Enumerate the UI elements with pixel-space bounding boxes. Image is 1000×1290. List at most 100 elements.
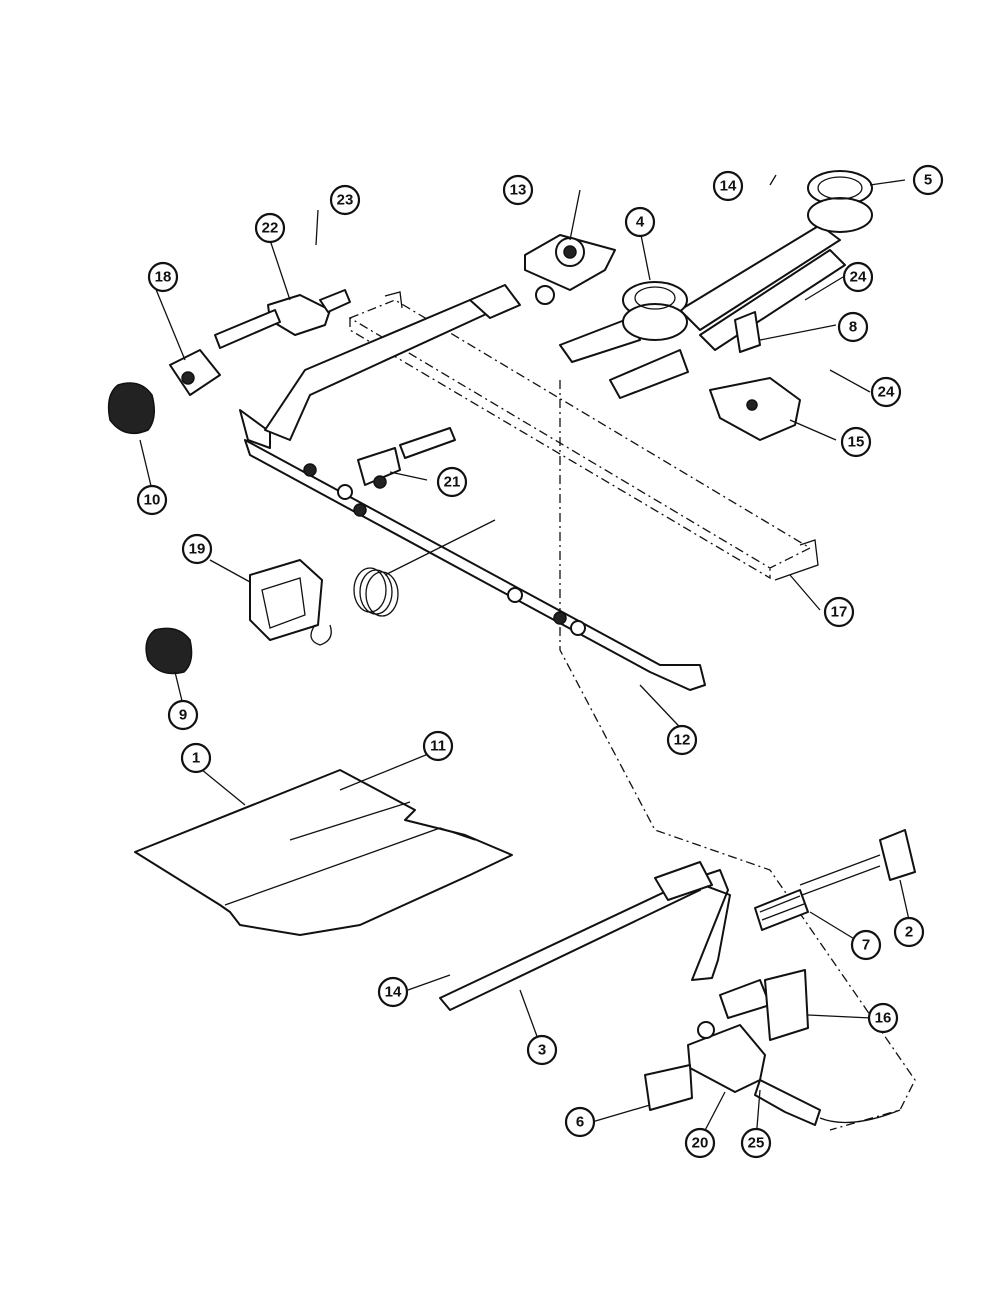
callout-7: 7 — [850, 929, 882, 961]
callout-12: 12 — [666, 724, 698, 756]
callout-circle — [684, 1127, 716, 1159]
bracket-6 — [644, 1064, 693, 1111]
callout-label: 24 — [878, 384, 895, 401]
bake-burner-tube-3 — [439, 861, 731, 1011]
callout-16: 16 — [867, 1002, 899, 1034]
bracket-16 — [719, 969, 809, 1041]
callout-circle — [181, 533, 213, 565]
callout-circle — [837, 311, 869, 343]
callout-17: 17 — [823, 596, 855, 628]
burner-4 — [622, 281, 688, 341]
callout-circle — [502, 174, 534, 206]
callout-15: 15 — [840, 426, 872, 458]
igniter-7 — [754, 854, 881, 931]
callout-label: 14 — [720, 178, 737, 195]
bracket-15 — [709, 377, 801, 441]
callout-22: 22 — [254, 212, 286, 244]
callout-18: 18 — [147, 261, 179, 293]
callout-circle — [436, 466, 468, 498]
callout-circle — [870, 376, 902, 408]
valve-21 — [357, 427, 456, 489]
callout-label: 12 — [674, 732, 691, 749]
callout-20: 20 — [684, 1127, 716, 1159]
callout-4: 4 — [624, 206, 656, 238]
callout-circle — [526, 1034, 558, 1066]
callout-circle — [377, 976, 409, 1008]
callout-circle — [136, 484, 168, 516]
connector-2 — [879, 829, 916, 881]
callout-label: 8 — [849, 319, 857, 336]
callout-circle — [564, 1106, 596, 1138]
callout-circle — [893, 916, 925, 948]
callout-10: 10 — [136, 484, 168, 516]
fitting-25 — [754, 1079, 901, 1126]
callout-label: 4 — [636, 214, 645, 231]
burner-base-13 — [524, 234, 616, 305]
callout-label: 14 — [385, 984, 402, 1001]
callout-label: 11 — [430, 738, 446, 755]
callout-label: 25 — [748, 1135, 765, 1152]
callout-circle — [422, 730, 454, 762]
callout-label: 7 — [862, 937, 870, 954]
callout-8: 8 — [837, 311, 869, 343]
callout-circle — [842, 261, 874, 293]
callout-circle — [867, 1002, 899, 1034]
callout-9: 9 — [167, 699, 199, 731]
callout-label: 3 — [538, 1042, 546, 1059]
leader-lines — [139, 174, 910, 1141]
callout-label: 16 — [875, 1010, 892, 1027]
callout-24: 24 — [842, 261, 874, 293]
bracket-8 — [734, 311, 761, 353]
callout-21: 21 — [436, 466, 468, 498]
callout-25: 25 — [740, 1127, 772, 1159]
callout-1: 1 — [180, 742, 212, 774]
callout-3: 3 — [526, 1034, 558, 1066]
callout-label: 20 — [692, 1135, 709, 1152]
callout-circle — [147, 261, 179, 293]
upper-support-bracket — [348, 291, 916, 1131]
callout-14: 14 — [377, 976, 409, 1008]
callout-label: 18 — [155, 269, 172, 286]
heat-shield-1 — [134, 769, 513, 936]
callout-circle — [666, 724, 698, 756]
callout-2: 2 — [893, 916, 925, 948]
callout-label: 17 — [831, 604, 848, 621]
callout-label: 13 — [510, 182, 527, 199]
callout-23: 23 — [329, 184, 361, 216]
knob-10 — [107, 382, 155, 435]
burner-5 — [807, 170, 873, 233]
callout-label: 19 — [189, 541, 206, 558]
callout-24: 24 — [870, 376, 902, 408]
thermostat-19 — [249, 559, 332, 646]
callout-19: 19 — [181, 533, 213, 565]
callout-circle — [840, 426, 872, 458]
callout-circle — [912, 164, 944, 196]
knob-9 — [145, 627, 193, 675]
callout-circle — [740, 1127, 772, 1159]
callout-label: 21 — [444, 474, 461, 491]
callout-circle — [329, 184, 361, 216]
callout-circle — [823, 596, 855, 628]
callout-circle — [167, 699, 199, 731]
callout-5: 5 — [912, 164, 944, 196]
capillary-coil — [353, 519, 496, 617]
callout-label: 9 — [179, 707, 187, 724]
main-manifold — [239, 284, 706, 691]
callout-label: 6 — [576, 1114, 584, 1131]
callout-label: 5 — [924, 172, 932, 189]
safety-valve-20 — [687, 1021, 766, 1093]
callout-11: 11 — [422, 730, 454, 762]
valve-22 — [214, 289, 351, 349]
callout-circle — [624, 206, 656, 238]
callout-label: 22 — [262, 220, 279, 237]
bracket-18 — [169, 349, 221, 396]
callout-label: 15 — [848, 434, 865, 451]
callout-label: 24 — [850, 269, 867, 286]
callout-label: 23 — [337, 192, 354, 209]
callout-circle — [850, 929, 882, 961]
callout-circle — [254, 212, 286, 244]
callout-label: 2 — [905, 924, 913, 941]
callout-6: 6 — [564, 1106, 596, 1138]
